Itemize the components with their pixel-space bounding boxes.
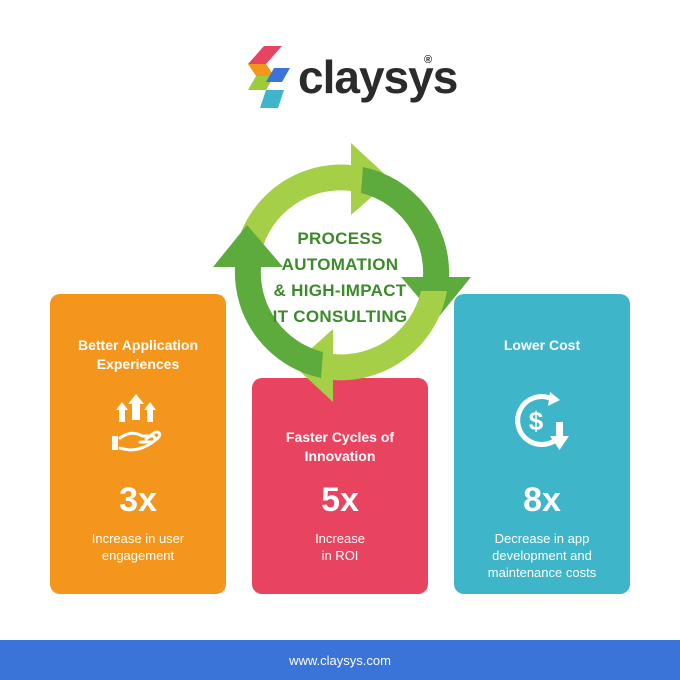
- card-desc-line: Increase: [315, 531, 365, 546]
- card-faster-cycles: Faster Cycles of Innovation 5x Increase …: [252, 378, 428, 594]
- card-title-line: Experiences: [96, 356, 180, 372]
- cycle-arrow-top: [235, 143, 391, 253]
- card-number: 8x: [523, 481, 561, 519]
- center-heading-line: & HIGH-IMPACT: [273, 281, 407, 300]
- cycle-arrows: [213, 143, 471, 402]
- card-description: Increase in user engagement: [50, 530, 226, 564]
- card-desc-line: in ROI: [321, 548, 359, 563]
- center-heading-line: AUTOMATION: [281, 255, 399, 274]
- footer-bar: www.claysys.com: [0, 640, 680, 680]
- svg-text:$: $: [529, 406, 544, 436]
- card-title: Better Application Experiences: [50, 336, 226, 374]
- card-desc-line: Decrease in app: [494, 531, 590, 546]
- card-number: 5x: [321, 481, 359, 519]
- card-title-line: Better Application: [77, 337, 199, 353]
- card-title: Faster Cycles of Innovation: [252, 428, 428, 466]
- card-desc-line: development and: [492, 548, 592, 563]
- card-better-experiences: Better Application Experiences 3x Increa…: [50, 294, 226, 594]
- card-description: Decrease in app development and maintena…: [454, 530, 630, 581]
- card-title: Lower Cost: [454, 336, 630, 355]
- claysys-logo: claysys ®: [244, 42, 458, 112]
- card-desc-line: maintenance costs: [487, 565, 597, 580]
- footer-url[interactable]: www.claysys.com: [289, 652, 391, 668]
- claysys-logo-mark: [248, 46, 290, 108]
- registered-mark: ®: [424, 54, 433, 66]
- logo-wordmark: claysys: [298, 51, 458, 103]
- center-heading-line: PROCESS: [297, 229, 383, 248]
- card-title-line: Faster Cycles of: [285, 429, 395, 445]
- dollar-down-icon: $: [515, 392, 569, 450]
- card-number: 3x: [119, 481, 157, 519]
- center-heading: PROCESS AUTOMATION & HIGH-IMPACT IT CONS…: [262, 226, 418, 330]
- card-desc-line: Increase in user: [91, 531, 185, 546]
- card-title-line: Innovation: [304, 448, 376, 464]
- cycle-arrow-right: [361, 167, 471, 319]
- hand-arrows-up-icon: [112, 394, 162, 452]
- card-desc-line: engagement: [101, 548, 175, 563]
- center-heading-line: IT CONSULTING: [272, 307, 408, 326]
- card-title-line: Lower Cost: [503, 337, 581, 353]
- cycle-arrow-bottom: [293, 291, 447, 402]
- card-description: Increase in ROI: [252, 530, 428, 564]
- cycle-arrow-left: [213, 225, 323, 378]
- card-lower-cost: Lower Cost $ 8x Decrease in app developm…: [454, 294, 630, 594]
